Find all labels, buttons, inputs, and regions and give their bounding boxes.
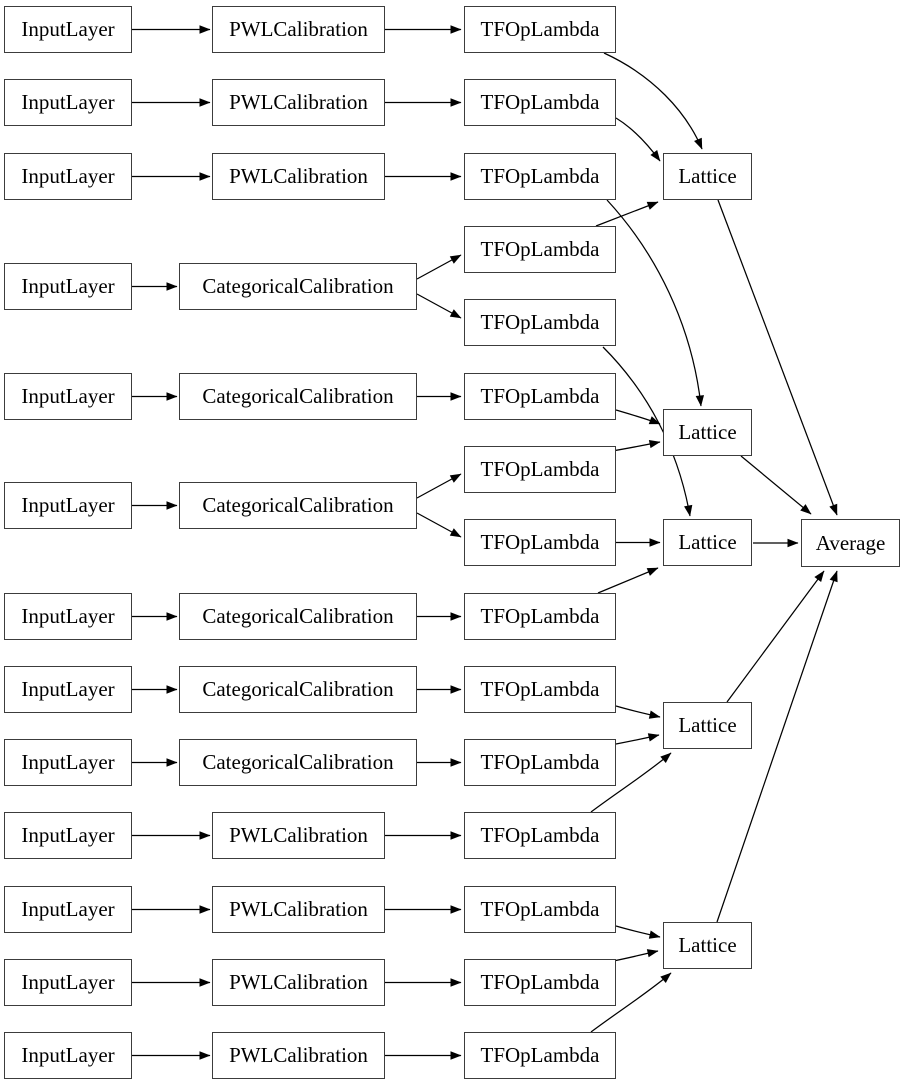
node-pwl_11: PWLCalibration [212, 886, 385, 933]
edge-tfop_5-lattice_3 [602, 346, 693, 517]
node-tfop_11: TFOpLambda [464, 739, 616, 786]
node-cat_4: CategoricalCalibration [179, 263, 417, 310]
node-tfop_9: TFOpLambda [464, 593, 616, 640]
edge-lattice_1-average [717, 199, 838, 516]
node-lattice_1: Lattice [663, 153, 752, 200]
edge-tfop_4-lattice_1 [595, 201, 659, 227]
node-lattice_3: Lattice [663, 519, 752, 566]
node-tfop_12: TFOpLambda [464, 812, 616, 859]
node-tfop_10: TFOpLambda [464, 666, 616, 713]
node-pwl_3: PWLCalibration [212, 153, 385, 200]
node-input_11: InputLayer [4, 886, 132, 933]
node-average: Average [801, 519, 900, 567]
edge-tfop_11-lattice_4 [615, 733, 660, 745]
node-input_4: InputLayer [4, 263, 132, 310]
node-input_13: InputLayer [4, 1032, 132, 1079]
node-input_10: InputLayer [4, 812, 132, 859]
node-input_7: InputLayer [4, 593, 132, 640]
node-pwl_2: PWLCalibration [212, 79, 385, 126]
node-cat_5: CategoricalCalibration [179, 373, 417, 420]
edge-tfop_7-lattice_2 [611, 439, 661, 452]
node-input_6: InputLayer [4, 482, 132, 529]
node-lattice_5: Lattice [663, 922, 752, 969]
node-cat_8: CategoricalCalibration [179, 666, 417, 713]
node-tfop_13: TFOpLambda [464, 886, 616, 933]
edge-tfop_9-lattice_3 [597, 567, 659, 594]
node-input_1: InputLayer [4, 6, 132, 53]
node-input_2: InputLayer [4, 79, 132, 126]
node-lattice_4: Lattice [663, 702, 752, 749]
node-tfop_8: TFOpLambda [464, 519, 616, 566]
edge-cat_4-tfop_5 [416, 293, 462, 319]
edge-cat_6-tfop_7 [416, 473, 462, 499]
edge-tfop_2-lattice_1 [615, 117, 661, 162]
node-lattice_2: Lattice [663, 409, 752, 456]
node-cat_9: CategoricalCalibration [179, 739, 417, 786]
node-pwl_12: PWLCalibration [212, 959, 385, 1006]
edge-tfop_6-lattice_2 [615, 409, 661, 425]
node-input_8: InputLayer [4, 666, 132, 713]
edge-cat_4-tfop_4 [416, 254, 462, 280]
node-cat_7: CategoricalCalibration [179, 593, 417, 640]
edge-tfop_15-lattice_5 [590, 972, 672, 1033]
node-input_9: InputLayer [4, 739, 132, 786]
node-pwl_13: PWLCalibration [212, 1032, 385, 1079]
node-pwl_1: PWLCalibration [212, 6, 385, 53]
node-cat_6: CategoricalCalibration [179, 482, 417, 529]
node-tfop_1: TFOpLambda [464, 6, 616, 53]
node-tfop_2: TFOpLambda [464, 79, 616, 126]
edge-lattice_2-average [740, 455, 812, 515]
node-tfop_5: TFOpLambda [464, 299, 616, 346]
edge-tfop_14-lattice_5 [612, 949, 659, 962]
edge-cat_6-tfop_8 [416, 512, 462, 538]
node-tfop_7: TFOpLambda [464, 446, 616, 493]
node-tfop_3: TFOpLambda [464, 153, 616, 200]
node-tfop_4: TFOpLambda [464, 226, 616, 273]
edge-lattice_5-average [716, 570, 838, 923]
edge-tfop_3-lattice_2 [606, 199, 705, 407]
edge-tfop_13-lattice_5 [615, 925, 661, 939]
edge-tfop_1-lattice_1 [603, 52, 703, 150]
edge-tfop_12-lattice_4 [590, 752, 672, 813]
node-input_5: InputLayer [4, 373, 132, 420]
node-tfop_15: TFOpLambda [464, 1032, 616, 1079]
edge-tfop_10-lattice_4 [615, 705, 661, 719]
node-tfop_14: TFOpLambda [464, 959, 616, 1006]
node-input_12: InputLayer [4, 959, 132, 1006]
edge-lattice_4-average [726, 570, 825, 703]
node-tfop_6: TFOpLambda [464, 373, 616, 420]
node-pwl_10: PWLCalibration [212, 812, 385, 859]
node-input_3: InputLayer [4, 153, 132, 200]
